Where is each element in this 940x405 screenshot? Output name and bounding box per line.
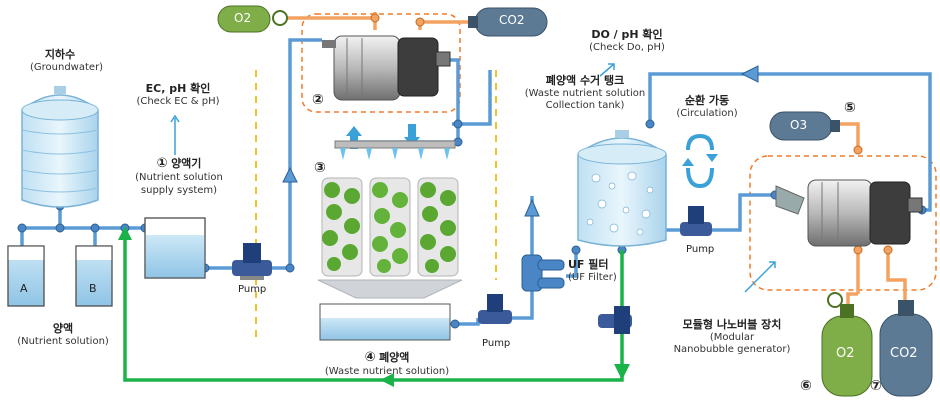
check-ec-label: EC, pH 확인 (Check EC & pH) xyxy=(130,82,226,108)
circulation-arrowheads xyxy=(682,154,718,166)
waste-tray xyxy=(319,303,451,341)
marker-7: ⑦ xyxy=(870,378,882,394)
supply-ko: 양액기 xyxy=(171,157,202,170)
uf-filter-icon xyxy=(521,254,565,292)
groundwater-en: (Groundwater) xyxy=(30,61,104,73)
module-en-2: Nanobubble generator) xyxy=(673,344,791,356)
circulation-icon xyxy=(686,133,714,189)
flow-arrows-blue xyxy=(282,65,759,217)
check-do-label: DO / pH 확인 (Check Do, pH) xyxy=(572,28,682,54)
module-label: 모듈형 나노버블 장치 (Modular Nanobubble generato… xyxy=(662,318,802,357)
nutrient-ko: 양액 xyxy=(52,322,74,335)
check-ec-ko: EC, pH 확인 xyxy=(145,82,211,95)
collection-funnel xyxy=(317,279,463,299)
module-en-1: (Modular xyxy=(709,331,755,343)
pump-1-icon xyxy=(232,243,272,280)
collection-tank-label: 폐양액 수거 탱크 (Waste nutrient solution Colle… xyxy=(510,74,660,113)
groundwater-ko: 지하수 xyxy=(44,48,76,61)
circulation-label: 순환 가동 (Circulation) xyxy=(672,94,742,120)
co2-cylinder-bottom xyxy=(879,300,933,397)
o2-top-label: O2 xyxy=(234,11,252,25)
pump-3-icon xyxy=(680,206,712,236)
co2-bottom-label: CO2 xyxy=(890,346,918,361)
orange-joints xyxy=(370,13,893,255)
co2-top-label: CO2 xyxy=(499,13,525,27)
pump-label-1: Pump xyxy=(238,284,267,295)
check-do-ko: DO / pH 확인 xyxy=(591,28,663,41)
module-box-top xyxy=(301,13,461,113)
co2-cylinder-top xyxy=(468,7,548,37)
marker-2: ② xyxy=(312,92,324,108)
nutrient-solution-label: 양액 (Nutrient solution) xyxy=(8,322,118,348)
info-arrows xyxy=(170,63,776,293)
pump-label-3: Pump xyxy=(686,244,715,255)
green-arrows xyxy=(118,226,630,387)
pump-2-icon xyxy=(478,294,512,324)
supply-en-1: (Nutrient solution xyxy=(135,172,223,184)
check-ec-en: (Check EC & pH) xyxy=(136,95,220,107)
collection-tank xyxy=(577,130,667,247)
spray-bar xyxy=(334,140,456,160)
marker-6: ⑥ xyxy=(800,378,812,394)
o2-cylinder-bottom xyxy=(821,292,873,397)
pump-4-icon xyxy=(598,306,632,334)
tank-a-label: A xyxy=(20,282,28,295)
supply-en-2: supply system) xyxy=(140,184,218,196)
groundwater-label: 지하수 (Groundwater) xyxy=(30,48,104,74)
collect-ko: 폐양액 수거 탱크 xyxy=(545,74,625,87)
waste-en: (Waste nutrient solution) xyxy=(324,366,450,378)
module-box-right xyxy=(749,155,937,291)
marker-3: ③ xyxy=(314,160,326,176)
circ-en: (Circulation) xyxy=(676,107,738,119)
plant-towers xyxy=(321,177,459,277)
groundwater-tank xyxy=(21,86,99,208)
check-do-en: (Check Do, pH) xyxy=(589,41,665,53)
mixing-tank xyxy=(144,217,206,279)
waste-number: ④ xyxy=(364,350,376,365)
uf-en: (UF Filter) xyxy=(568,271,617,283)
uf-filter-label: UF 필터 (UF Filter) xyxy=(568,258,617,284)
waste-ko: 폐양액 xyxy=(379,351,410,364)
marker-5: ⑤ xyxy=(844,100,856,116)
module-ko: 모듈형 나노버블 장치 xyxy=(682,318,782,331)
collect-en-1: (Waste nutrient solution xyxy=(524,87,646,99)
tank-b-label: B xyxy=(89,282,97,295)
supply-number: ① xyxy=(156,156,168,171)
o3-label: O3 xyxy=(790,118,808,132)
nanobubble-device-top xyxy=(322,35,451,101)
uf-ko: UF 필터 xyxy=(568,258,609,271)
o2-cylinder-top xyxy=(217,5,288,33)
waste-solution-label: ④ 폐양액 (Waste nutrient solution) xyxy=(322,350,452,379)
nanobubble-device-right xyxy=(775,179,923,247)
pump-label-2: Pump xyxy=(482,338,511,349)
nutrient-en: (Nutrient solution) xyxy=(17,335,109,347)
supply-system-label: ① 양액기 (Nutrient solution supply system) xyxy=(124,156,234,197)
circ-ko: 순환 가동 xyxy=(684,94,730,107)
o3-cylinder xyxy=(769,111,840,141)
o2-bottom-label: O2 xyxy=(836,346,855,361)
collect-en-2: Collection tank) xyxy=(545,100,625,112)
